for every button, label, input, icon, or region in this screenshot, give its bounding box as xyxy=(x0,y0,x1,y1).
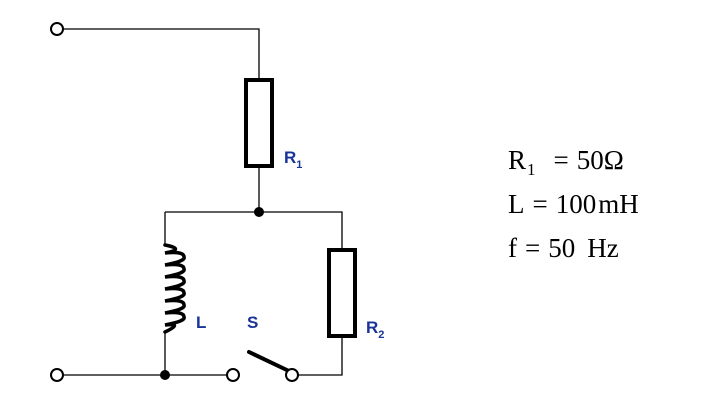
resistor-r1 xyxy=(244,78,274,168)
top-wire xyxy=(63,28,260,80)
param-f-unit: Hz xyxy=(587,233,619,263)
junction-dot-bottom xyxy=(160,370,170,380)
param-l-unit: mH xyxy=(598,189,639,219)
switch-terminal-right xyxy=(285,368,299,382)
param-l-symbol: L xyxy=(508,189,525,219)
branch-top-rail xyxy=(165,211,343,250)
label-r2: R2 xyxy=(366,318,384,341)
equals-sign: = xyxy=(553,145,569,175)
resistor-r2 xyxy=(327,248,357,338)
param-r1: R1 =50Ω xyxy=(508,138,639,182)
equals-sign: = xyxy=(525,233,541,263)
param-r1-value: 50 xyxy=(576,145,604,175)
label-inductor: L xyxy=(196,313,206,332)
param-r1-unit: Ω xyxy=(603,145,624,175)
equals-sign: = xyxy=(532,189,548,219)
r2-bottom-wire xyxy=(298,336,343,376)
inductor-coil xyxy=(163,243,186,334)
label-switch: S xyxy=(247,313,258,332)
param-r1-subscript: 1 xyxy=(527,160,536,179)
param-f-symbol: f xyxy=(508,233,517,263)
switch-blade xyxy=(247,350,293,374)
param-l-value: 100 xyxy=(555,189,597,219)
param-r1-symbol: R xyxy=(508,145,527,175)
param-f: f =50 Hz xyxy=(508,226,639,270)
label-r1: R1 xyxy=(284,148,302,171)
input-terminal-bottom xyxy=(50,368,64,382)
junction-dot-top xyxy=(254,207,264,217)
switch-terminal-left xyxy=(226,368,240,382)
input-terminal-top xyxy=(50,22,64,36)
param-l: L=100mH xyxy=(508,182,639,226)
param-f-value: 50 xyxy=(548,233,576,263)
